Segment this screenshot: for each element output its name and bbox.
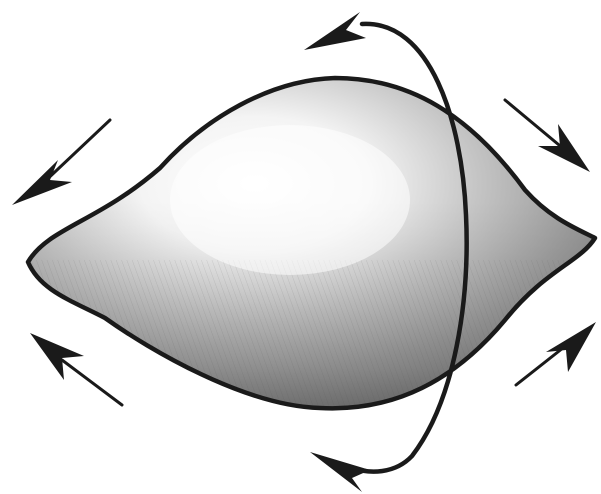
arrow-up-right-icon [516,322,596,385]
arrow-up-left-icon [30,333,122,405]
arrow-down-right-icon [505,100,590,172]
rotation-arrowhead-bottom [310,452,370,492]
rotation-arrowhead-top [304,12,366,50]
arrow-up-left-icon [12,120,110,205]
lemon-body [0,78,601,440]
